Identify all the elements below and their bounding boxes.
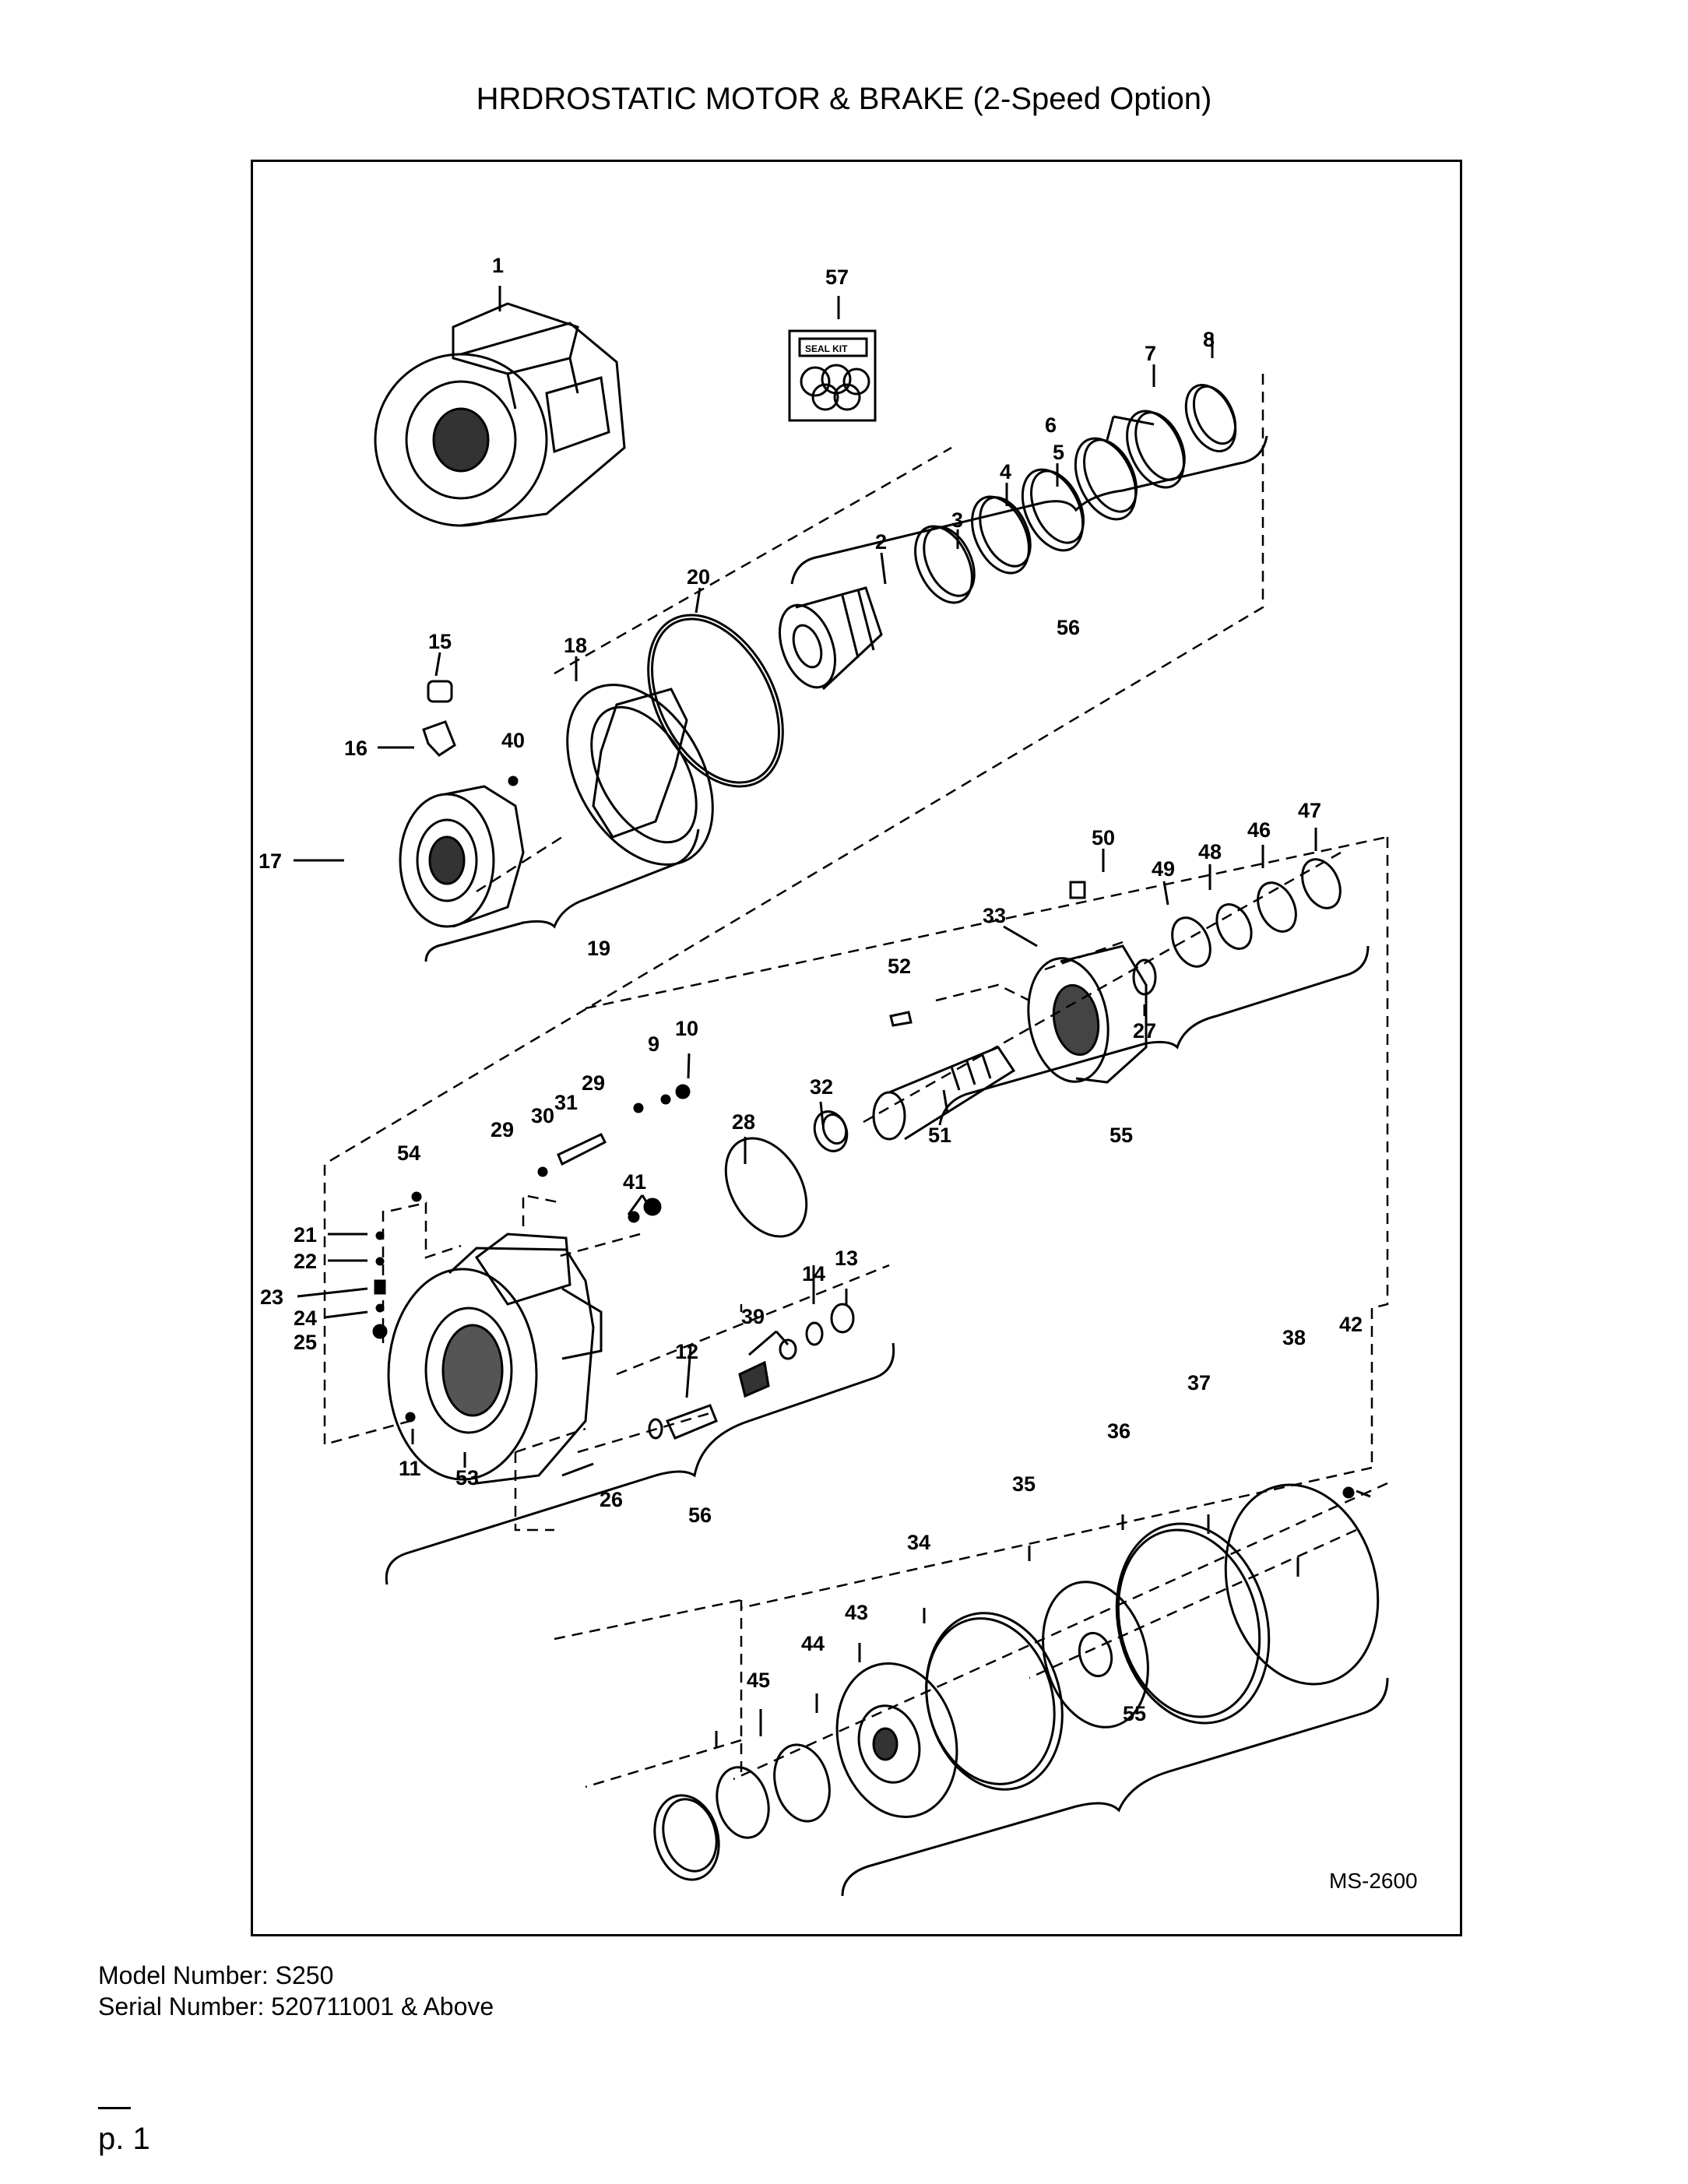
brake-housing-part	[1027, 944, 1148, 1084]
callout-41: 41	[623, 1170, 646, 1194]
ring-housing-part	[566, 684, 714, 866]
callout-43: 43	[845, 1601, 868, 1624]
callout-9: 9	[648, 1032, 659, 1056]
page-title: HRDROSTATIC MOTOR & BRAKE (2-Speed Optio…	[476, 82, 1212, 116]
callout-24: 24	[294, 1307, 317, 1330]
callout-29-upper: 29	[582, 1071, 605, 1095]
callout-15: 15	[428, 630, 452, 653]
callout-2: 2	[875, 530, 887, 554]
callout-56-top: 56	[1057, 616, 1080, 639]
callout-46: 46	[1247, 818, 1271, 842]
callout-14: 14	[802, 1262, 825, 1285]
callout-40: 40	[501, 729, 525, 752]
callout-18: 18	[564, 634, 587, 657]
page-number: p. 1	[98, 2122, 150, 2156]
brace-56-bottom	[385, 1342, 895, 1585]
drive-shaft-part	[872, 1046, 1016, 1141]
callout-5: 5	[1053, 441, 1064, 464]
callout-16: 16	[344, 737, 367, 760]
callout-29-lower: 29	[491, 1118, 514, 1141]
o-ring-part	[647, 614, 784, 788]
callout-50: 50	[1092, 826, 1115, 849]
callout-28: 28	[732, 1110, 755, 1134]
callout-3: 3	[951, 508, 963, 532]
callout-42: 42	[1339, 1313, 1363, 1336]
page-number-rule	[98, 2107, 131, 2109]
callout-17: 17	[258, 849, 282, 873]
callout-26: 26	[600, 1488, 623, 1511]
brace-55-bottom	[841, 1677, 1389, 1897]
callout-39: 39	[741, 1305, 765, 1328]
callout-32: 32	[810, 1075, 833, 1099]
callout-35: 35	[1012, 1472, 1036, 1496]
callout-22: 22	[294, 1250, 317, 1273]
callout-4: 4	[1000, 460, 1011, 484]
callout-55-bottom: 55	[1123, 1702, 1146, 1725]
callout-6: 6	[1045, 413, 1057, 437]
seal-kit-box	[788, 329, 877, 422]
callout-20: 20	[687, 565, 710, 589]
brace-56-top	[790, 435, 1268, 585]
serial-number: Serial Number: 520711001 & Above	[98, 1992, 494, 2020]
callout-52: 52	[888, 955, 911, 978]
callout-38: 38	[1282, 1326, 1306, 1349]
callout-44: 44	[801, 1632, 825, 1655]
callout-47: 47	[1298, 799, 1321, 822]
callout-27: 27	[1133, 1019, 1156, 1043]
exploded-parts-diagram: 1 57 8 7 6 5 4 3 2 20 56 15 18 16 40 17 …	[258, 254, 1418, 1897]
callout-25: 25	[294, 1331, 317, 1354]
callout-30: 30	[531, 1104, 554, 1127]
motor-housing-part	[374, 302, 626, 527]
callout-56-bottom: 56	[688, 1503, 712, 1527]
callout-7: 7	[1145, 342, 1156, 365]
callout-31: 31	[554, 1091, 578, 1114]
callout-12: 12	[675, 1340, 698, 1363]
callout-33: 33	[983, 904, 1006, 927]
callout-10: 10	[675, 1017, 698, 1040]
callout-23: 23	[260, 1285, 283, 1309]
drawing-code: MS-2600	[1329, 1869, 1418, 1893]
callout-51: 51	[928, 1124, 951, 1147]
rotor-part	[779, 586, 883, 691]
callout-57: 57	[825, 266, 849, 289]
callout-45: 45	[747, 1669, 770, 1692]
seal-kit-label: SEAL KIT	[805, 343, 848, 354]
callout-53: 53	[455, 1466, 479, 1489]
callout-37: 37	[1187, 1371, 1211, 1394]
callout-55-mid: 55	[1110, 1124, 1133, 1147]
end-cap-part	[399, 785, 525, 928]
main-valve-block-part	[387, 1233, 603, 1485]
callout-34: 34	[907, 1531, 930, 1554]
callout-21: 21	[294, 1223, 317, 1247]
brake-disc-parts	[653, 1483, 1380, 1881]
callout-36: 36	[1107, 1419, 1131, 1443]
callout-19: 19	[587, 937, 610, 960]
callout-1: 1	[492, 254, 504, 277]
callout-11: 11	[399, 1457, 421, 1480]
callout-13: 13	[835, 1247, 858, 1270]
callout-54: 54	[397, 1141, 420, 1165]
seal-rings-4-8	[914, 384, 1237, 604]
diagram-frame	[251, 160, 1462, 1936]
callout-49: 49	[1152, 857, 1175, 881]
callout-48: 48	[1198, 840, 1222, 863]
model-number: Model Number: S250	[98, 1961, 334, 1989]
callout-8: 8	[1203, 328, 1215, 351]
brace-55-mid	[938, 945, 1370, 1126]
brace-19	[424, 828, 700, 962]
